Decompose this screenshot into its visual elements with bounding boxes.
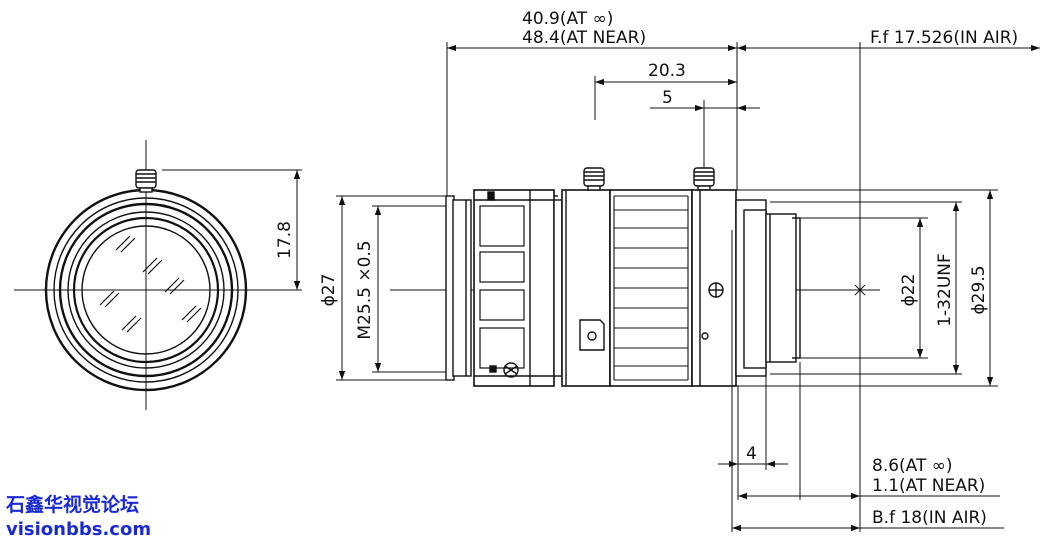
mount-outer-diameter-label: ϕ29.5 [969,265,989,314]
ring-offset-label: 20.3 [648,61,686,81]
screw-offset-label: 5 [662,88,673,108]
watermark-url: visionbbs.com [6,519,152,540]
watermark-title: 石鑫华视觉论坛 [6,494,140,516]
side-view [390,167,880,387]
mount-thread-label: 1-32UNF [935,253,955,327]
back-focus-air-label: B.f 18(IN AIR) [872,508,987,528]
screw-height-label: 17.8 [275,221,295,259]
total-length-near-label: 48.4(AT NEAR) [522,28,646,48]
back-focus-far-label: 8.6(AT ∞) [872,456,953,476]
mount-depth-label: 4 [746,444,757,464]
back-focus-near-label: 1.1(AT NEAR) [872,476,985,496]
front-view [14,140,302,410]
outer-diameter-label: ϕ27 [319,274,339,307]
total-length-far-label: 40.9(AT ∞) [522,9,613,29]
flange-focal-label: F.f 17.526(IN AIR) [870,28,1018,48]
dimension-lines [336,42,1040,532]
filter-thread-label: M25.5 ×0.5 [355,240,375,339]
mount-inner-diameter-label: ϕ22 [899,274,919,307]
